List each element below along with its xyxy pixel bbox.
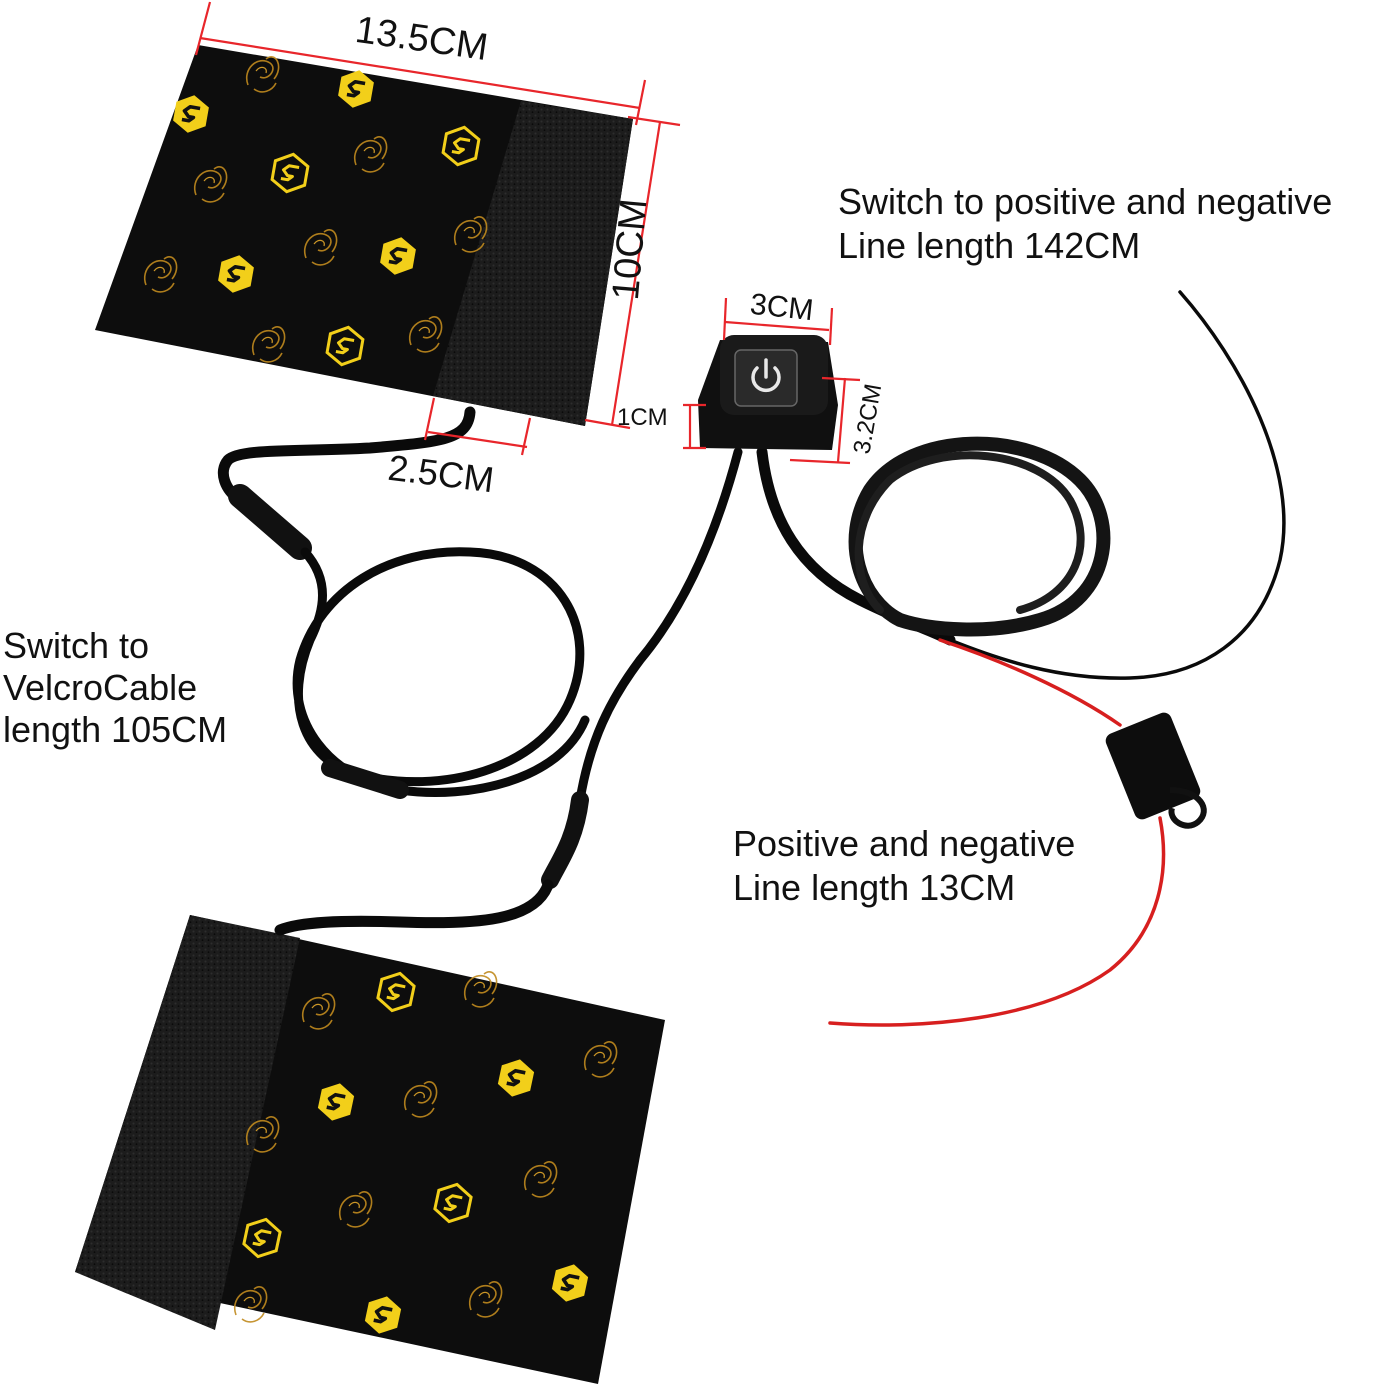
power-line-line-1: Positive and negative xyxy=(733,823,1076,864)
bottom-pad-lead xyxy=(274,879,554,936)
strap-width-dim-line xyxy=(427,430,528,449)
bottom-pad-velcro-strip xyxy=(75,915,300,1330)
top-connector xyxy=(228,484,312,560)
top-pad-lead xyxy=(217,406,476,506)
velcro-cable-splice xyxy=(321,759,409,799)
top-heating-pad xyxy=(95,45,633,426)
negative-wire xyxy=(948,290,1286,680)
switch-to-power-line-1: Switch to positive and negative xyxy=(838,181,1333,222)
power-line-line-2: Line length 13CM xyxy=(733,867,1016,908)
switch-depth-label: 1CM xyxy=(617,404,668,431)
switch-height-dim-line xyxy=(836,377,847,463)
pad-height-dim-line xyxy=(610,121,662,426)
power-cable-coil xyxy=(848,436,1111,637)
positive-wire-upper xyxy=(938,638,1122,727)
cables xyxy=(217,290,1286,1027)
pad-width-dim-line xyxy=(199,36,641,110)
switch-to-power-label: Switch to positive and negative Line len… xyxy=(838,180,1332,268)
power-line-label: Positive and negative Line length 13CM xyxy=(733,822,1075,910)
switch-to-velcro-line-1: Switch to xyxy=(3,625,150,666)
switch-to-power-line-2: Line length 142CM xyxy=(838,225,1141,266)
switch-to-velcro-lead xyxy=(575,447,743,805)
switch-width-label: 3CM xyxy=(748,287,815,328)
power-icon xyxy=(751,358,781,393)
positive-wire-lower xyxy=(828,816,1166,1027)
bottom-heating-pad xyxy=(75,915,665,1384)
top-pad-velcro-strip xyxy=(433,101,633,426)
switch-to-velcro-line-3: length 105CM xyxy=(3,709,228,750)
switch-width-dim-line xyxy=(724,320,830,332)
power-switch xyxy=(698,335,838,450)
power-cable-coil-inner xyxy=(854,451,1085,614)
velcro-cable-coil xyxy=(292,547,590,797)
pad-height-label: 10CM xyxy=(604,197,656,302)
switch-to-velcro-label: Switch to VelcroCable length 105CM xyxy=(3,625,227,751)
dimension-lines xyxy=(194,1,861,465)
fuse-holder xyxy=(1105,712,1207,829)
switch-to-velcro-line-2: VelcroCable xyxy=(3,667,198,708)
bottom-connector xyxy=(541,791,589,889)
